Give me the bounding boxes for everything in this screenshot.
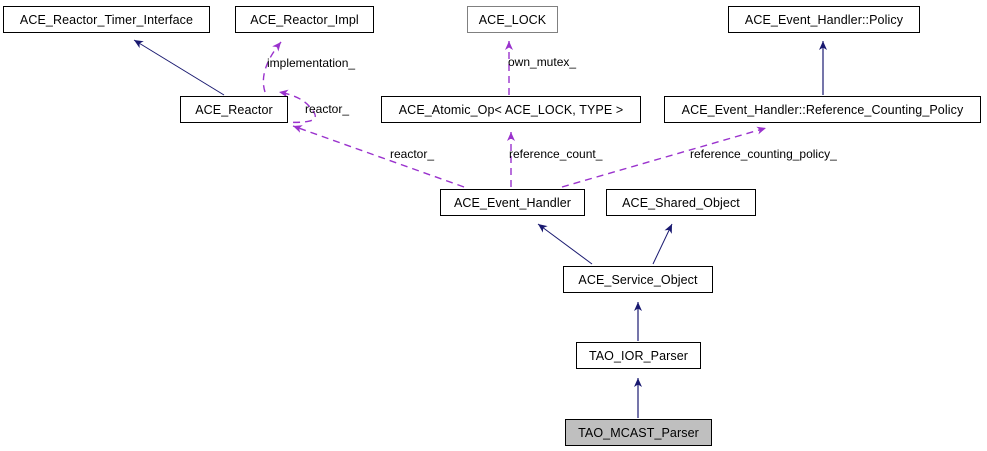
edge-label-reference-count: reference_count_ <box>509 147 603 161</box>
class-node-label: ACE_Event_Handler <box>453 195 572 210</box>
class-node-label: ACE_Atomic_Op< ACE_LOCK, TYPE > <box>398 102 624 117</box>
class-node-ace-reactor[interactable]: ACE_Reactor <box>180 96 288 123</box>
class-node-ace-event-handler[interactable]: ACE_Event_Handler <box>440 189 585 216</box>
class-node-ace-reactor-impl[interactable]: ACE_Reactor_Impl <box>235 6 374 33</box>
class-node-label: ACE_Reactor_Timer_Interface <box>19 12 194 27</box>
class-node-ace-event-handler-reference-counting-policy[interactable]: ACE_Event_Handler::Reference_Counting_Po… <box>664 96 981 123</box>
class-node-label: ACE_Service_Object <box>578 272 698 287</box>
class-node-tao-ior-parser[interactable]: TAO_IOR_Parser <box>576 342 701 369</box>
class-node-label: ACE_LOCK <box>478 12 547 27</box>
edge-event-handler-to-reactor <box>292 125 465 188</box>
class-node-ace-event-handler-policy[interactable]: ACE_Event_Handler::Policy <box>728 6 920 33</box>
edge-label-own-mutex: own_mutex_ <box>508 55 577 69</box>
class-node-label: TAO_IOR_Parser <box>588 348 689 363</box>
edge-reactor-to-timer-interface <box>133 39 225 96</box>
edge-label-reference-counting-policy: reference_counting_policy_ <box>690 147 837 161</box>
class-node-tao-mcast-parser[interactable]: TAO_MCAST_Parser <box>565 419 712 446</box>
edge-service-object-to-event-handler <box>537 223 593 265</box>
class-node-label: ACE_Shared_Object <box>622 195 740 210</box>
class-node-ace-service-object[interactable]: ACE_Service_Object <box>563 266 713 293</box>
edge-service-object-to-shared-object <box>652 223 673 265</box>
class-node-label: ACE_Event_Handler::Policy <box>744 12 904 27</box>
class-node-ace-atomic-op[interactable]: ACE_Atomic_Op< ACE_LOCK, TYPE > <box>381 96 641 123</box>
class-node-ace-shared-object[interactable]: ACE_Shared_Object <box>606 189 756 216</box>
class-node-label: ACE_Event_Handler::Reference_Counting_Po… <box>681 102 964 117</box>
class-node-label: ACE_Reactor <box>195 102 273 117</box>
edge-label-reactor: reactor_ <box>390 147 435 161</box>
class-node-label: ACE_Reactor_Impl <box>250 12 359 27</box>
class-node-ace-lock[interactable]: ACE_LOCK <box>467 6 558 33</box>
class-node-label: TAO_MCAST_Parser <box>578 425 699 440</box>
edge-label-reactor-self: reactor_ <box>305 102 350 116</box>
edge-label-implementation: implementation_ <box>267 56 356 70</box>
class-node-ace-reactor-timer-interface[interactable]: ACE_Reactor_Timer_Interface <box>3 6 210 33</box>
